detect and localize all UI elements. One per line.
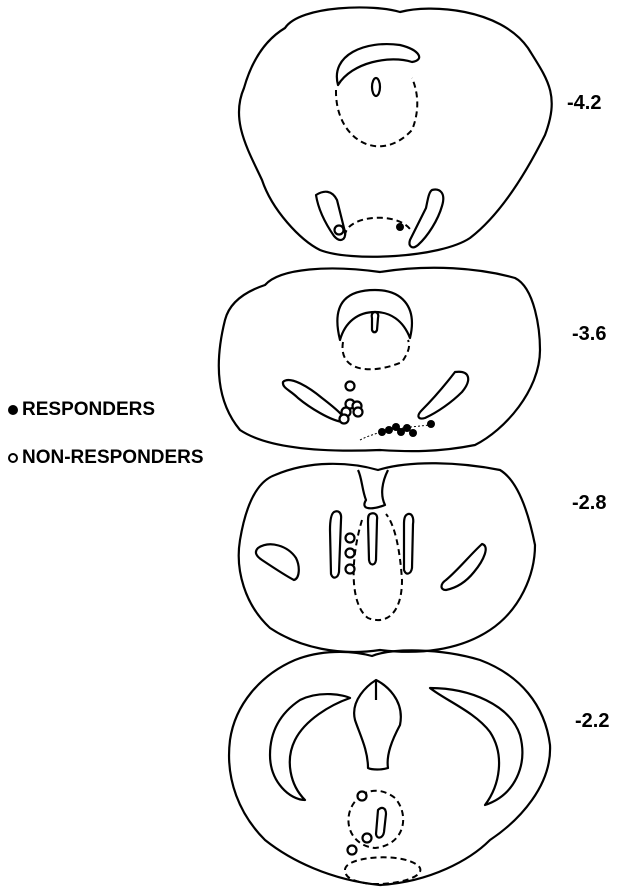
responder-cluster	[378, 420, 435, 437]
section-minus-2-8	[239, 463, 535, 652]
midline-notch	[358, 470, 388, 508]
filled-circle-icon	[8, 405, 18, 415]
section-minus-2-2	[229, 650, 550, 885]
central-canal	[372, 78, 380, 96]
level-label: -4.2	[567, 92, 601, 115]
inner-column	[368, 513, 377, 564]
right-column	[404, 514, 413, 574]
small-tract	[376, 808, 386, 838]
section-outline	[229, 650, 550, 885]
legend-non-responders: NON-RESPONDERS	[8, 447, 204, 469]
responder-dot	[396, 223, 404, 231]
right-tract	[409, 190, 443, 248]
left-column	[330, 511, 341, 577]
left-tract	[283, 380, 344, 422]
non-responder-dot	[335, 226, 344, 235]
legend-responders: RESPONDERS	[8, 399, 155, 421]
legend-label: NON-RESPONDERS	[22, 447, 204, 469]
dashed-nucleus	[343, 340, 410, 369]
level-label: -2.8	[572, 492, 606, 515]
right-tract	[418, 372, 468, 419]
open-circle-icon	[8, 453, 18, 463]
level-label: -3.6	[572, 323, 606, 346]
section-minus-4-2	[239, 7, 552, 256]
non-responder-cluster	[340, 382, 363, 424]
right-crescent	[430, 688, 522, 805]
section-outline	[219, 268, 540, 451]
level-label: -2.2	[575, 710, 609, 733]
dashed-nucleus	[348, 791, 403, 848]
central-slit	[372, 312, 379, 332]
left-tract	[256, 544, 299, 580]
legend-label: RESPONDERS	[22, 399, 155, 421]
non-responder-cluster	[348, 792, 372, 855]
dashed-nucleus	[336, 78, 417, 146]
section-outline	[239, 463, 535, 652]
left-crescent	[270, 694, 350, 800]
right-tract	[442, 544, 486, 590]
central-arch	[354, 680, 401, 770]
section-minus-3-6	[219, 268, 540, 451]
non-responder-cluster	[346, 534, 355, 574]
